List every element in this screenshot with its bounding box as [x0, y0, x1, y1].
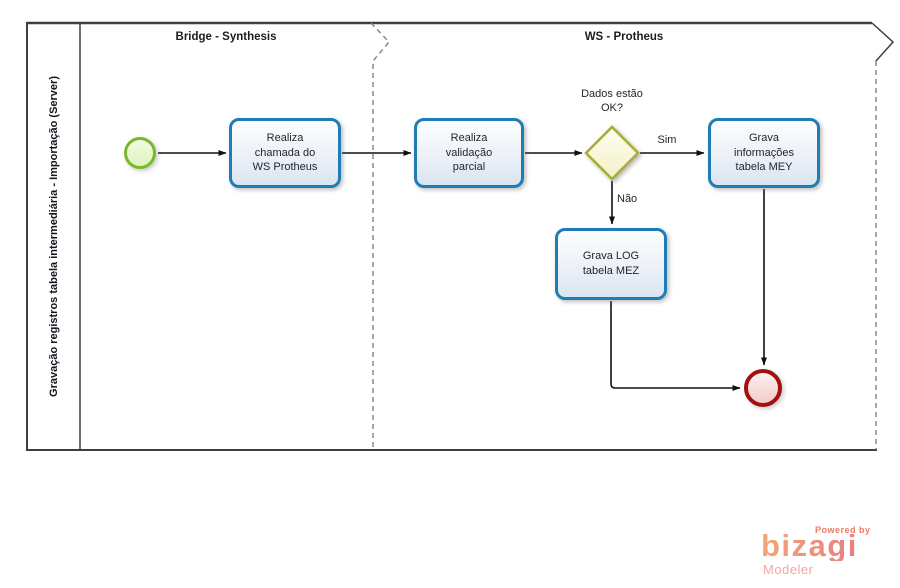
flow-mez-to-end [610, 301, 741, 391]
flow-label-nao: Não [617, 193, 638, 205]
task-realiza-validacao-parcial: Realiza validação parcial [414, 118, 524, 188]
task-grava-log-tabela-mez: Grava LOG tabela MEZ [555, 228, 667, 300]
pool-right-chevron [871, 22, 895, 62]
gateway-diamond [584, 125, 640, 181]
bizagi-logo: bizagi [761, 528, 858, 563]
start-event [124, 137, 156, 169]
lane-divider-dashed [370, 22, 390, 450]
task-grava-informacoes-tabela-mey: Grava informações tabela MEY [708, 118, 820, 188]
pool-label-band: Gravação registros tabela intermediária … [27, 22, 80, 451]
pool-label: Gravação registros tabela intermediária … [47, 76, 60, 397]
task-realiza-chamada-ws-protheus: Realiza chamada do WS Protheus [229, 118, 341, 188]
flow-label-sim: Sim [657, 134, 677, 146]
lane-header-bridge-synthesis: Bridge - Synthesis [175, 31, 277, 43]
gateway-question-label: Dados estão OK? [581, 88, 643, 114]
end-event [744, 369, 782, 407]
powered-by-text: Powered by [815, 525, 871, 535]
bizagi-modeler-text: Modeler [763, 562, 814, 577]
task-label: Grava informações tabela MEY [734, 132, 794, 174]
task-label: Realiza validação parcial [445, 132, 493, 174]
task-label: Grava LOG tabela MEZ [582, 250, 640, 277]
lane-header-ws-protheus: WS - Protheus [584, 31, 664, 43]
task-label: Realiza chamada do WS Protheus [252, 132, 318, 174]
